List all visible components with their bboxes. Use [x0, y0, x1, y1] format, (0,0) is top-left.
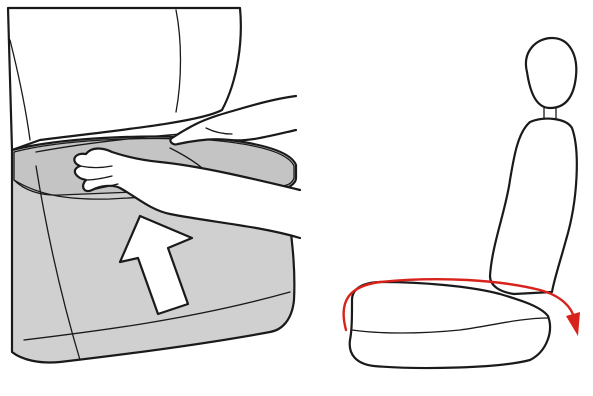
- seat-cushion-side: [350, 282, 550, 368]
- seat-back-side: [490, 119, 577, 294]
- headrest: [526, 38, 576, 108]
- right-panel-side-view: [344, 38, 580, 368]
- left-panel-lift-cushion: [8, 8, 300, 363]
